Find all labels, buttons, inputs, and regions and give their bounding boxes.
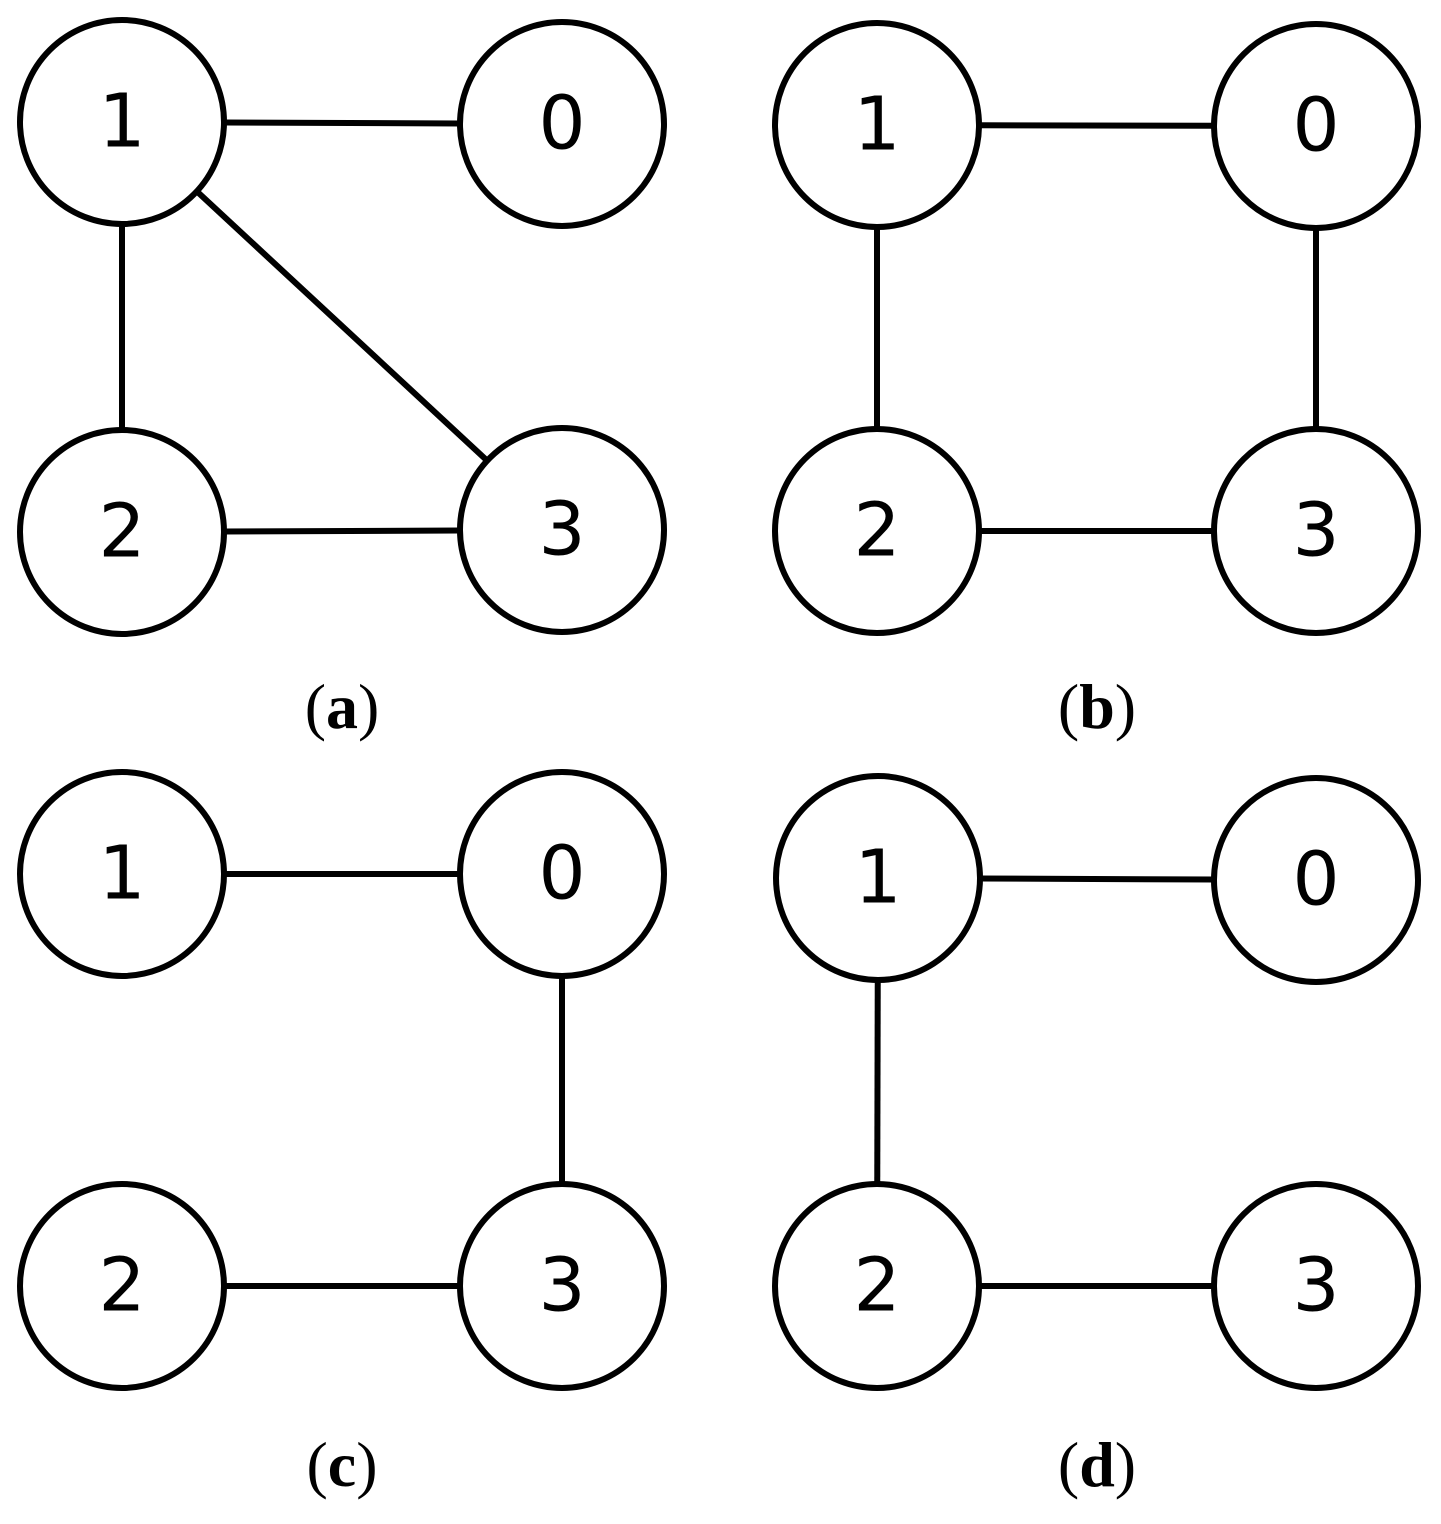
node-label: 1 — [98, 831, 145, 917]
edge-1-0 — [979, 875, 1215, 883]
node-label: 1 — [854, 835, 901, 921]
node-1: 1 — [17, 769, 227, 979]
node-1: 1 — [773, 773, 983, 983]
node-0: 0 — [1211, 775, 1421, 985]
caption-letter: b — [1079, 671, 1115, 742]
node-circle — [1211, 426, 1421, 636]
panel-caption: (a) — [305, 671, 380, 742]
node-3: 3 — [1211, 1181, 1421, 1391]
node-label: 2 — [98, 489, 145, 575]
node-2: 2 — [17, 1181, 227, 1391]
node-label: 3 — [538, 487, 585, 573]
node-circle — [17, 1181, 227, 1391]
panel-a: 1 0 2 3 (a) — [17, 17, 667, 742]
panel-d: 1 0 2 3 (d) — [772, 773, 1421, 1500]
node-label: 3 — [1292, 1243, 1339, 1329]
caption-letter: c — [328, 1429, 356, 1500]
node-2: 2 — [772, 1181, 982, 1391]
node-label: 1 — [853, 82, 900, 168]
node-circle — [17, 427, 227, 637]
node-circle — [773, 773, 983, 983]
node-label: 0 — [538, 81, 585, 167]
node-0: 0 — [1211, 21, 1421, 231]
node-label: 3 — [1292, 488, 1339, 574]
node-circle — [457, 19, 667, 229]
node-circle — [457, 769, 667, 979]
node-2: 2 — [772, 426, 982, 636]
node-label: 0 — [1292, 83, 1339, 169]
node-label: 2 — [853, 488, 900, 574]
node-0: 0 — [457, 19, 667, 229]
node-3: 3 — [1211, 426, 1421, 636]
panel-c: 1 0 2 3 (c) — [17, 769, 667, 1500]
caption-letter: d — [1079, 1429, 1115, 1500]
edge-2-3 — [223, 527, 461, 535]
node-circle — [17, 769, 227, 979]
caption-close-paren: ) — [1115, 671, 1136, 742]
node-circle — [772, 1181, 982, 1391]
node-circle — [772, 20, 982, 230]
edge-1-0 — [223, 119, 461, 127]
node-label: 2 — [98, 1243, 145, 1329]
edge-1-2 — [874, 979, 881, 1185]
panel-caption: (c) — [306, 1429, 377, 1500]
node-label: 0 — [538, 831, 585, 917]
panel-b: 1 0 2 3 (b) — [772, 20, 1421, 742]
node-circle — [457, 1181, 667, 1391]
node-1: 1 — [772, 20, 982, 230]
caption-open-paren: ( — [1058, 1429, 1079, 1500]
node-2: 2 — [17, 427, 227, 637]
caption-close-paren: ) — [356, 1429, 377, 1500]
node-label: 3 — [538, 1243, 585, 1329]
node-circle — [1211, 775, 1421, 985]
node-label: 1 — [98, 79, 145, 165]
node-1: 1 — [17, 17, 227, 227]
node-label: 0 — [1292, 837, 1339, 923]
node-circle — [17, 17, 227, 227]
node-circle — [457, 425, 667, 635]
node-circle — [1211, 21, 1421, 231]
node-0: 0 — [457, 769, 667, 979]
node-3: 3 — [457, 425, 667, 635]
node-3: 3 — [457, 1181, 667, 1391]
node-circle — [1211, 1181, 1421, 1391]
edge-1-0 — [978, 122, 1215, 129]
node-circle — [772, 426, 982, 636]
edge-1-3 — [194, 189, 490, 463]
caption-open-paren: ( — [1058, 671, 1079, 742]
caption-close-paren: ) — [1115, 1429, 1136, 1500]
caption-open-paren: ( — [305, 671, 326, 742]
caption-close-paren: ) — [358, 671, 379, 742]
caption-open-paren: ( — [306, 1429, 327, 1500]
panel-caption: (d) — [1058, 1429, 1136, 1500]
node-label: 2 — [853, 1243, 900, 1329]
panel-caption: (b) — [1058, 671, 1136, 742]
caption-letter: a — [326, 671, 358, 742]
